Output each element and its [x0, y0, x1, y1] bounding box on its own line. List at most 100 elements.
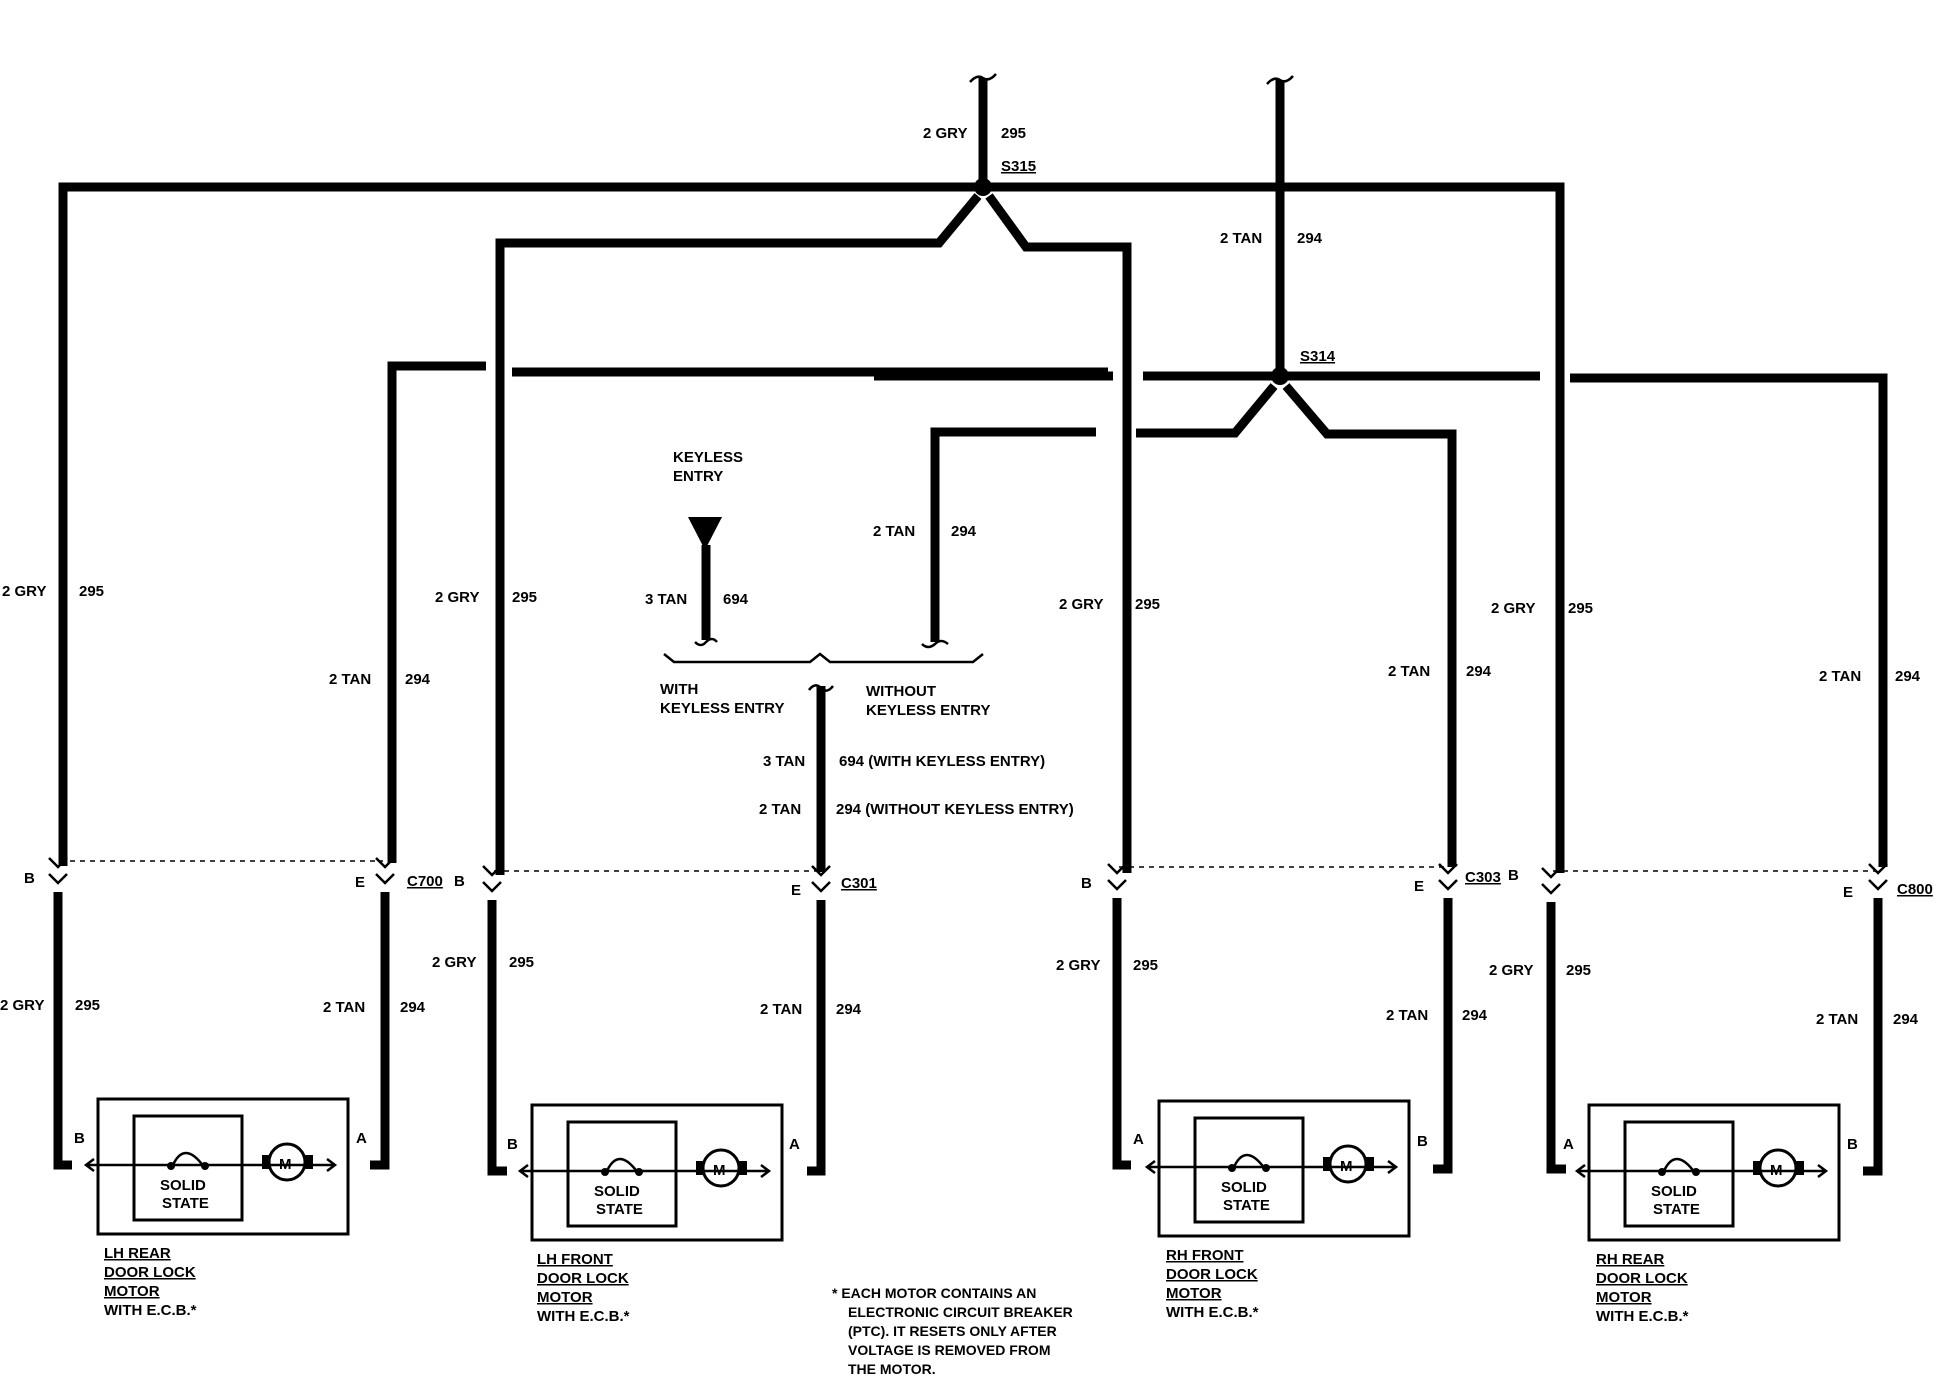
label-wire_labels-tan: 2 TAN	[760, 1001, 802, 1018]
motor-lh-front	[517, 1103, 784, 1242]
label-wire_labels-c294: 294	[1893, 1011, 1919, 1028]
label-motors-1-line2: DOOR LOCK	[537, 1270, 629, 1287]
s314-diag-left	[930, 383, 1278, 642]
lhr-b-lower	[53, 892, 72, 1170]
label-wire_labels-gry: 2 GRY	[1056, 957, 1100, 974]
label-motor-m: M	[1770, 1162, 1783, 1179]
motor-captions: LH REAR DOOR LOCK MOTOR WITH E.C.B.* LH …	[104, 1245, 1689, 1325]
label-motors-3-line4: WITH E.C.B.*	[1596, 1308, 1689, 1325]
label-motors-0-line4: WITH E.C.B.*	[104, 1302, 197, 1319]
label-pins-a: A	[356, 1130, 367, 1147]
label-motors-2-line4: WITH E.C.B.*	[1166, 1304, 1259, 1321]
label-motors-2-line2: DOOR LOCK	[1166, 1266, 1258, 1283]
label-wire_labels-tan: 2 TAN	[1819, 668, 1861, 685]
s315-diag-right	[985, 193, 1132, 873]
label-pins-b: B	[74, 1130, 85, 1147]
label-keyless-down_circuit_a: 694 (WITH KEYLESS ENTRY)	[839, 753, 1045, 770]
label-wire_labels-gry: 2 GRY	[435, 589, 479, 606]
splice-s315-dot	[974, 178, 992, 196]
s315-diag-left	[495, 193, 982, 875]
label-wire_labels-gry: 2 GRY	[1059, 596, 1103, 613]
label-motors-2-line1: RH FRONT	[1166, 1247, 1244, 1264]
label-wire_labels-tan: 2 TAN	[329, 671, 371, 688]
s314-diag-right	[1282, 383, 1457, 867]
footnote: * EACH MOTOR CONTAINS AN ELECTRONIC CIRC…	[832, 1285, 1073, 1376]
label-keyless-down_color_b: 2 TAN	[759, 801, 801, 818]
label-keyless-with_line2: KEYLESS ENTRY	[660, 700, 784, 717]
label-pins-e: E	[791, 882, 801, 899]
label-pins-a: A	[789, 1136, 800, 1153]
label-keyless-down_circuit_b: 294 (WITHOUT KEYLESS ENTRY)	[836, 801, 1074, 818]
label-pins-b: B	[507, 1136, 518, 1153]
label-motor-m: M	[279, 1156, 292, 1173]
lhf-a-lower	[807, 900, 826, 1176]
s314-left-branch	[387, 361, 1272, 863]
label-wire_labels-tan: 2 TAN	[1816, 1011, 1858, 1028]
s314-right-branch	[1288, 371, 1888, 867]
label-keyless-without_line1: WITHOUT	[866, 683, 936, 700]
label-feeds-gry_top_color: 2 GRY	[923, 125, 967, 142]
rhf-b-lower	[1433, 898, 1453, 1174]
splice-labels: S315 S314	[1001, 158, 1336, 365]
label-wire_labels-c295: 295	[1568, 600, 1593, 617]
label-motor-solid1: SOLID	[1221, 1179, 1267, 1196]
connector-labels: C700 C301 C303 C800	[407, 869, 1933, 898]
upper-wire-labels: 2 GRY 295 2 TAN 294 2 GRY 295 2 GRY 295 …	[2, 583, 1921, 688]
connector-chevrons	[48, 857, 1888, 895]
label-footnote-2: (PTC). IT RESETS ONLY AFTER	[848, 1323, 1057, 1339]
tan294-wire-end	[921, 639, 949, 649]
label-wire_labels-c295: 295	[512, 589, 537, 606]
option-bracket	[663, 652, 984, 664]
label-feeds-tan_mid_color: 2 TAN	[873, 523, 915, 540]
label-feeds-tan_top_color: 2 TAN	[1220, 230, 1262, 247]
label-pins-e: E	[1843, 884, 1853, 901]
label-keyless-title_line2: ENTRY	[673, 468, 723, 485]
splice-s315-label: S315	[1001, 158, 1036, 175]
label-wire_labels-gry: 2 GRY	[1489, 962, 1533, 979]
label-wire_labels-c295: 295	[1133, 957, 1158, 974]
label-motors-1-line3: MOTOR	[537, 1289, 593, 1306]
motor-lh-rear	[83, 1097, 350, 1236]
label-feeds-tan_top_circuit: 294	[1297, 230, 1323, 247]
feed-break-294	[1266, 75, 1294, 85]
motor-inner-labels: SOLID STATE M SOLID STATE M SOLID STATE …	[160, 1156, 1783, 1218]
label-pins-b: B	[1081, 875, 1092, 892]
rhr-b-lower	[1863, 898, 1883, 1176]
label-pins-e: E	[355, 874, 365, 891]
label-motor-solid1: SOLID	[594, 1183, 640, 1200]
label-feeds-tan_mid_circuit: 294	[951, 523, 977, 540]
label-motors-0-line2: DOOR LOCK	[104, 1264, 196, 1281]
s315-right-branch	[991, 182, 1565, 873]
label-motors-3-line2: DOOR LOCK	[1596, 1270, 1688, 1287]
rhf-a-lower	[1112, 898, 1131, 1170]
label-motor-solid1: SOLID	[1651, 1183, 1697, 1200]
label-wire_labels-c295: 295	[75, 997, 100, 1014]
label-motor-solid1: SOLID	[160, 1177, 206, 1194]
wiring	[48, 73, 1888, 1176]
label-wire_labels-c295: 295	[79, 583, 104, 600]
label-motors-3-line1: RH REAR	[1596, 1251, 1665, 1268]
feed-break-295	[969, 73, 997, 83]
label-motor-m: M	[1340, 1158, 1353, 1175]
label-connectors-c301: C301	[841, 875, 877, 892]
label-keyless-title_line1: KEYLESS	[673, 449, 743, 466]
keyless-entry-arrow-icon	[688, 517, 722, 550]
c301-feed-end	[808, 684, 834, 692]
label-footnote-3: VOLTAGE IS REMOVED FROM	[848, 1342, 1051, 1358]
label-keyless-wire_circuit: 694	[723, 591, 749, 608]
lower-wire-labels: 2 GRY 295 2 TAN 294 2 GRY 295 2 TAN 294 …	[0, 954, 1919, 1028]
label-motors-3-line3: MOTOR	[1596, 1289, 1652, 1306]
motor-rh-rear	[1574, 1103, 1841, 1242]
label-motor-solid2: STATE	[162, 1195, 209, 1212]
label-wire_labels-gry: 2 GRY	[0, 997, 44, 1014]
label-connectors-c800: C800	[1897, 881, 1933, 898]
s315-left-branch	[58, 182, 975, 866]
label-connectors-c700: C700	[407, 873, 443, 890]
label-wire_labels-tan: 2 TAN	[323, 999, 365, 1016]
lhf-b-lower	[487, 900, 507, 1176]
label-keyless-with_line1: WITH	[660, 681, 698, 698]
motor-rh-front	[1144, 1099, 1411, 1238]
label-pins-b: B	[454, 873, 465, 890]
label-wire_labels-c295: 295	[1135, 596, 1160, 613]
